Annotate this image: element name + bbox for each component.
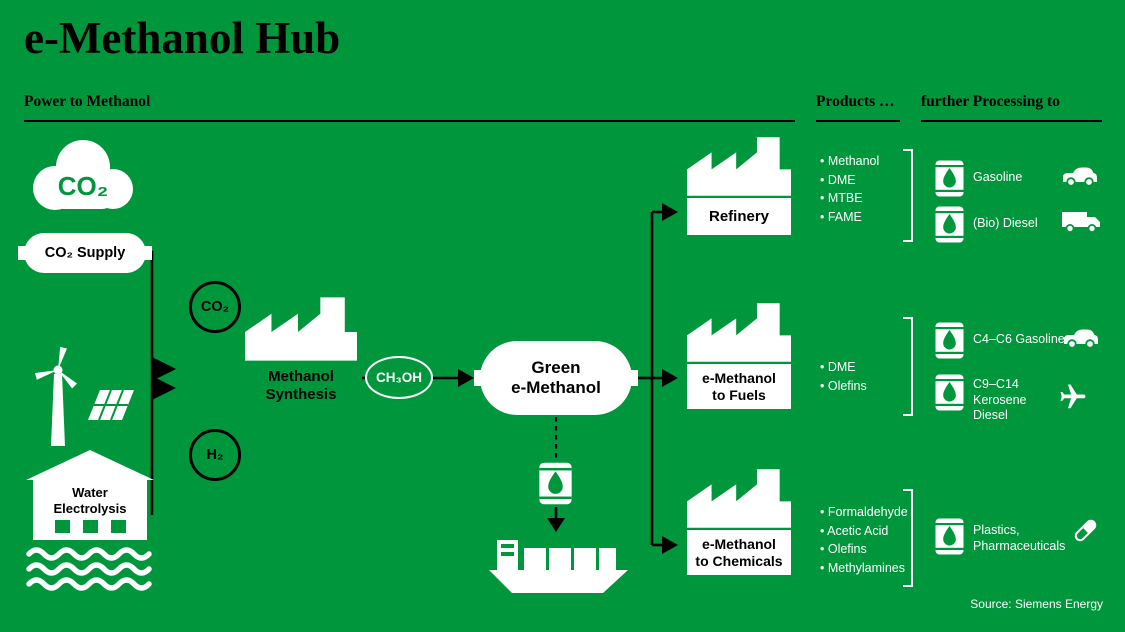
cloud-co2-label: CO₂ <box>58 171 109 201</box>
source-credit: Source: Siemens Energy <box>970 597 1103 611</box>
list-item: Formaldehyde <box>820 503 908 522</box>
output-label-bio-diesel: (Bio) Diesel <box>973 216 1038 230</box>
green-emethanol-label: Green e-Methanol <box>511 358 601 397</box>
methanol-barrel-icon <box>539 462 572 505</box>
water-electrolysis-node: Water Electrolysis <box>26 450 154 540</box>
green-emethanol-tank: Green e-Methanol <box>474 341 638 415</box>
house-windows-icon <box>33 520 147 533</box>
bracket <box>903 489 913 587</box>
list-item: DME <box>820 358 867 377</box>
ch3oh-stream-badge: CH₃OH <box>365 356 433 399</box>
list-item: Olefins <box>820 540 908 559</box>
emethanol-to-chemicals-factory-icon <box>687 469 791 528</box>
h2-stream-label: H₂ <box>206 447 224 463</box>
barrel-icon <box>935 160 964 197</box>
list-item: Olefins <box>820 377 867 396</box>
barrel-icon <box>935 206 964 243</box>
bracket <box>903 149 913 242</box>
refinery-label: Refinery <box>687 198 791 235</box>
list-item: Acetic Acid <box>820 522 908 541</box>
refinery-factory-icon <box>687 137 791 196</box>
house-icon: Water Electrolysis <box>33 480 147 540</box>
emethanol-to-chemicals-label: e-Methanol to Chemicals <box>687 530 791 575</box>
list-item: DME <box>820 171 879 190</box>
section-header-products: Products … <box>816 93 900 122</box>
section-header-further-processing: further Processing to <box>921 93 1102 122</box>
pill-icon <box>1074 519 1097 542</box>
list-item: Methylamines <box>820 559 908 578</box>
page-title: e-Methanol Hub <box>24 13 341 63</box>
plane-icon <box>1060 384 1086 409</box>
bracket <box>903 317 913 416</box>
co2-supply-tank: CO₂ Supply <box>18 233 152 273</box>
refinery-products-list: Methanol DME MTBE FAME <box>820 152 879 226</box>
methanol-synthesis-label: Methanol Synthesis <box>265 368 337 403</box>
list-item: Methanol <box>820 152 879 171</box>
co2-stream-label: CO₂ <box>200 299 230 315</box>
water-electrolysis-label: Water Electrolysis <box>53 485 127 516</box>
fuels-products-list: DME Olefins <box>820 358 867 395</box>
output-label-plastics-pharmaceuticals: Plastics, Pharmaceuticals <box>973 523 1066 553</box>
emethanol-to-fuels-label: e-Methanol to Fuels <box>687 364 791 409</box>
truck-icon <box>1062 212 1100 233</box>
output-label-c4-c6-gasoline: C4–C6 Gasoline <box>973 332 1065 346</box>
co2-supply-label: CO₂ Supply <box>44 245 126 261</box>
barrel-icon <box>935 518 964 555</box>
solar-panel-icon <box>88 389 134 421</box>
methanol-synthesis-factory-icon <box>245 297 357 361</box>
barrel-icon <box>935 322 964 359</box>
list-item: FAME <box>820 208 879 227</box>
water-waves-icon <box>26 547 152 591</box>
chemicals-products-list: Formaldehyde Acetic Acid Olefins Methyla… <box>820 503 908 577</box>
section-header-power-to-methanol: Power to Methanol <box>24 93 795 122</box>
co2-cloud-icon: CO₂ <box>33 140 133 210</box>
ship-icon <box>489 540 628 593</box>
house-roof-icon <box>26 450 154 480</box>
wind-turbine-icon <box>34 346 77 446</box>
car-icon <box>1063 167 1097 186</box>
output-label-gasoline: Gasoline <box>973 170 1023 184</box>
ch3oh-label: CH₃OH <box>376 370 422 385</box>
co2-stream-badge: CO₂ <box>189 281 241 333</box>
list-item: MTBE <box>820 189 879 208</box>
car-icon <box>1064 329 1098 348</box>
output-label-c9-c14-kerosene-diesel: C9–C14 Kerosene Diesel <box>973 377 1027 422</box>
emethanol-to-fuels-factory-icon <box>687 303 791 362</box>
barrel-icon <box>935 374 964 411</box>
h2-stream-badge: H₂ <box>189 429 241 481</box>
